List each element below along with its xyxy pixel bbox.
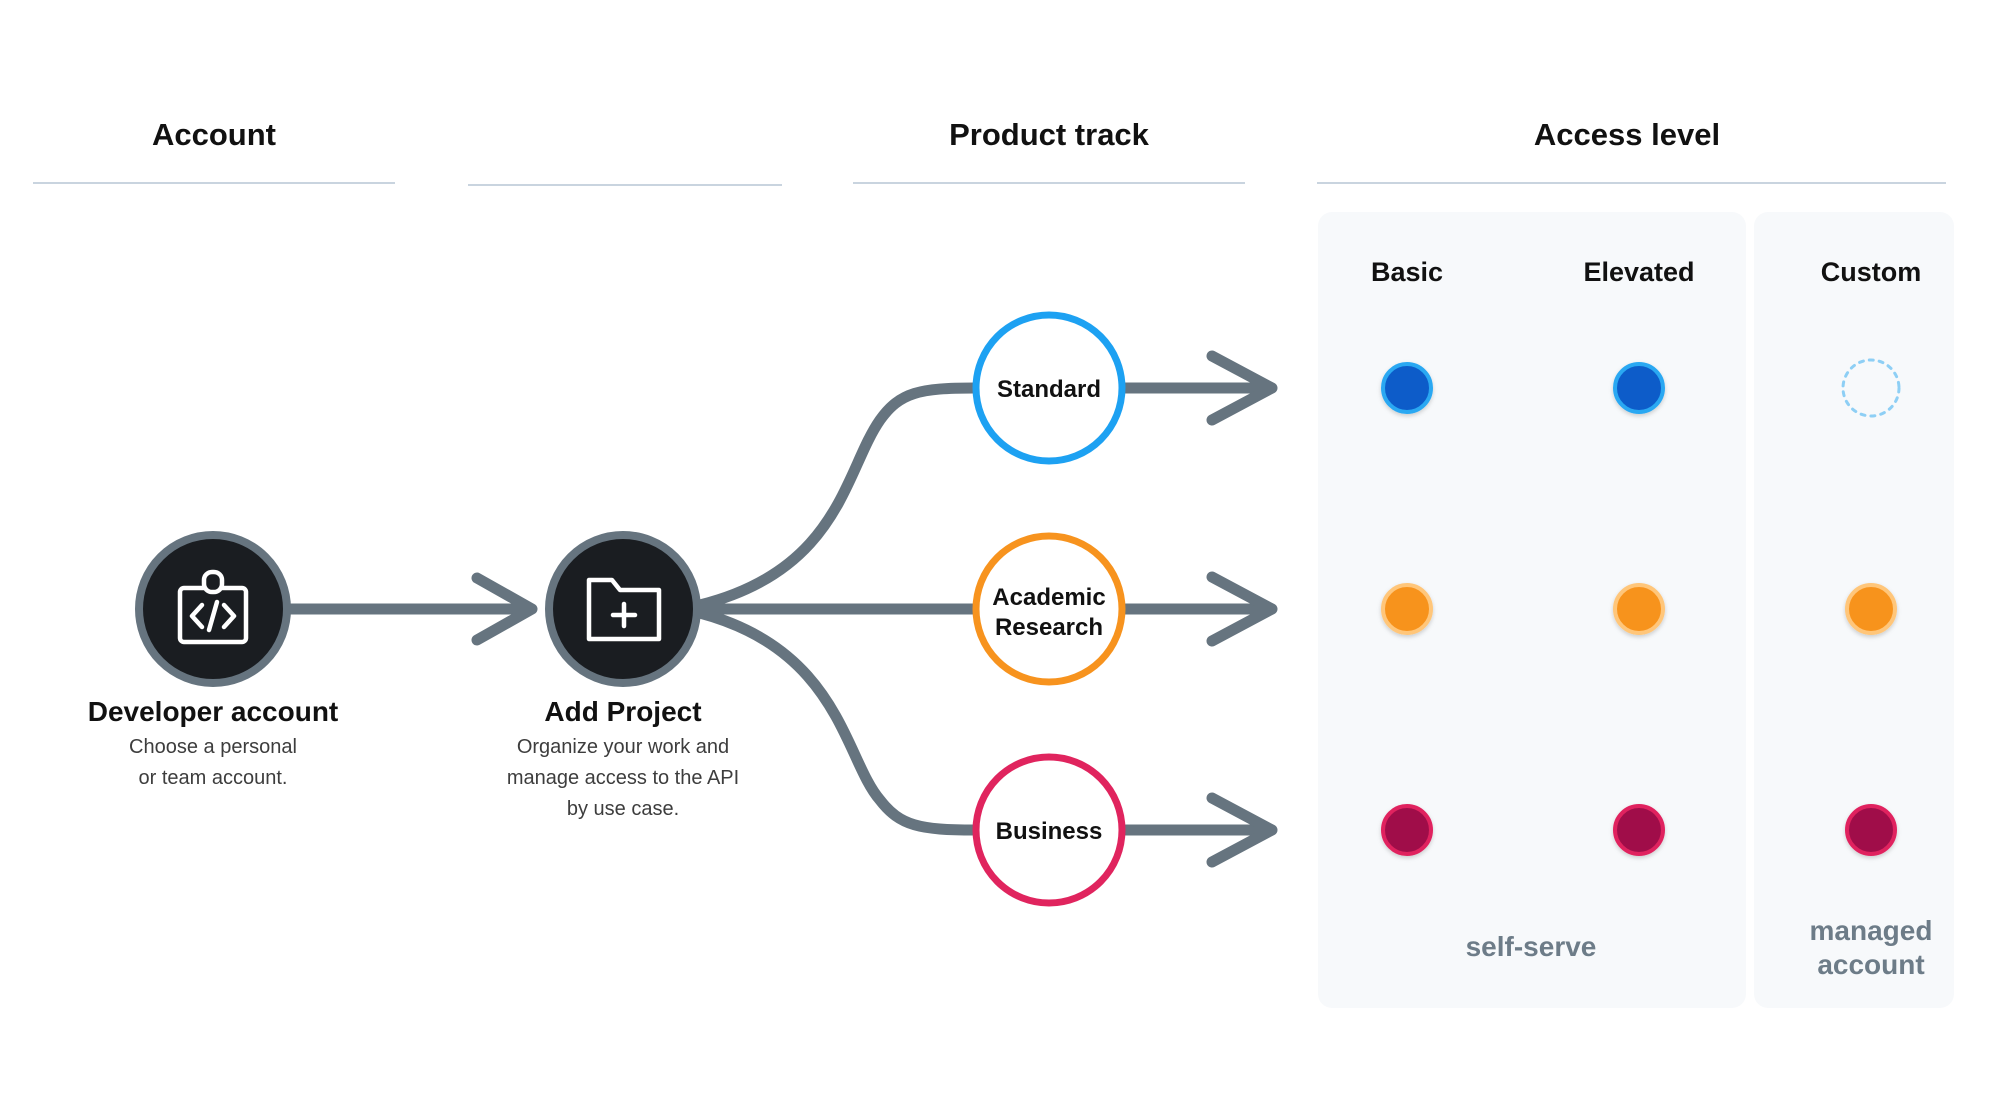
arrowhead-standard — [1206, 350, 1278, 426]
add-project-title: Add Project — [544, 696, 701, 727]
dot-business-elevated — [1613, 804, 1665, 856]
access-level-custom: Custom — [1821, 257, 1922, 287]
column-title-access-level: Access level — [1534, 117, 1720, 152]
developer-account-title: Developer account — [88, 696, 339, 727]
track-business-label: Business — [996, 818, 1103, 845]
dot-standard-elevated — [1613, 362, 1665, 414]
dot-academic-elevated — [1613, 583, 1665, 635]
arrowhead-academic — [1206, 571, 1278, 647]
track-standard-label: Standard — [997, 376, 1101, 403]
self-serve-note: self-serve — [1466, 931, 1597, 962]
developer-badge-icon — [177, 569, 249, 645]
access-level-basic: Basic — [1371, 257, 1443, 287]
dot-academic-basic — [1381, 583, 1433, 635]
dot-business-basic — [1381, 804, 1433, 856]
add-project-desc-line3: by use case. — [567, 798, 679, 820]
managed-account-note-line1: managed — [1810, 915, 1933, 946]
add-project-node — [545, 531, 701, 687]
access-level-elevated: Elevated — [1583, 257, 1694, 287]
add-project-desc-line1: Organize your work and — [517, 736, 729, 758]
arrowhead-business — [1206, 792, 1278, 868]
developer-account-desc-line2: or team account. — [139, 767, 288, 789]
branch-to-business — [694, 607, 981, 836]
dot-academic-custom — [1845, 583, 1897, 635]
developer-account-desc-line1: Choose a personal — [129, 736, 297, 758]
track-business-node: Business — [972, 753, 1126, 907]
track-academic-label-line2: Research — [995, 614, 1103, 641]
track-academic-node: Academic Research — [972, 532, 1126, 686]
arrowhead-account-to-project — [471, 572, 538, 646]
developer-account-node — [135, 531, 291, 687]
column-title-product-track: Product track — [949, 117, 1150, 152]
branch-to-standard — [694, 382, 981, 611]
track-standard-node: Standard — [972, 311, 1126, 465]
track-academic-label-line1: Academic — [992, 584, 1105, 611]
add-project-desc-line2: manage access to the API — [507, 767, 739, 789]
dot-standard-basic — [1381, 362, 1433, 414]
column-title-account: Account — [152, 117, 276, 152]
dot-standard-custom-outline — [1841, 358, 1901, 418]
managed-account-note-line2: account — [1817, 949, 1924, 980]
folder-plus-icon — [586, 577, 662, 642]
dot-business-custom — [1845, 804, 1897, 856]
